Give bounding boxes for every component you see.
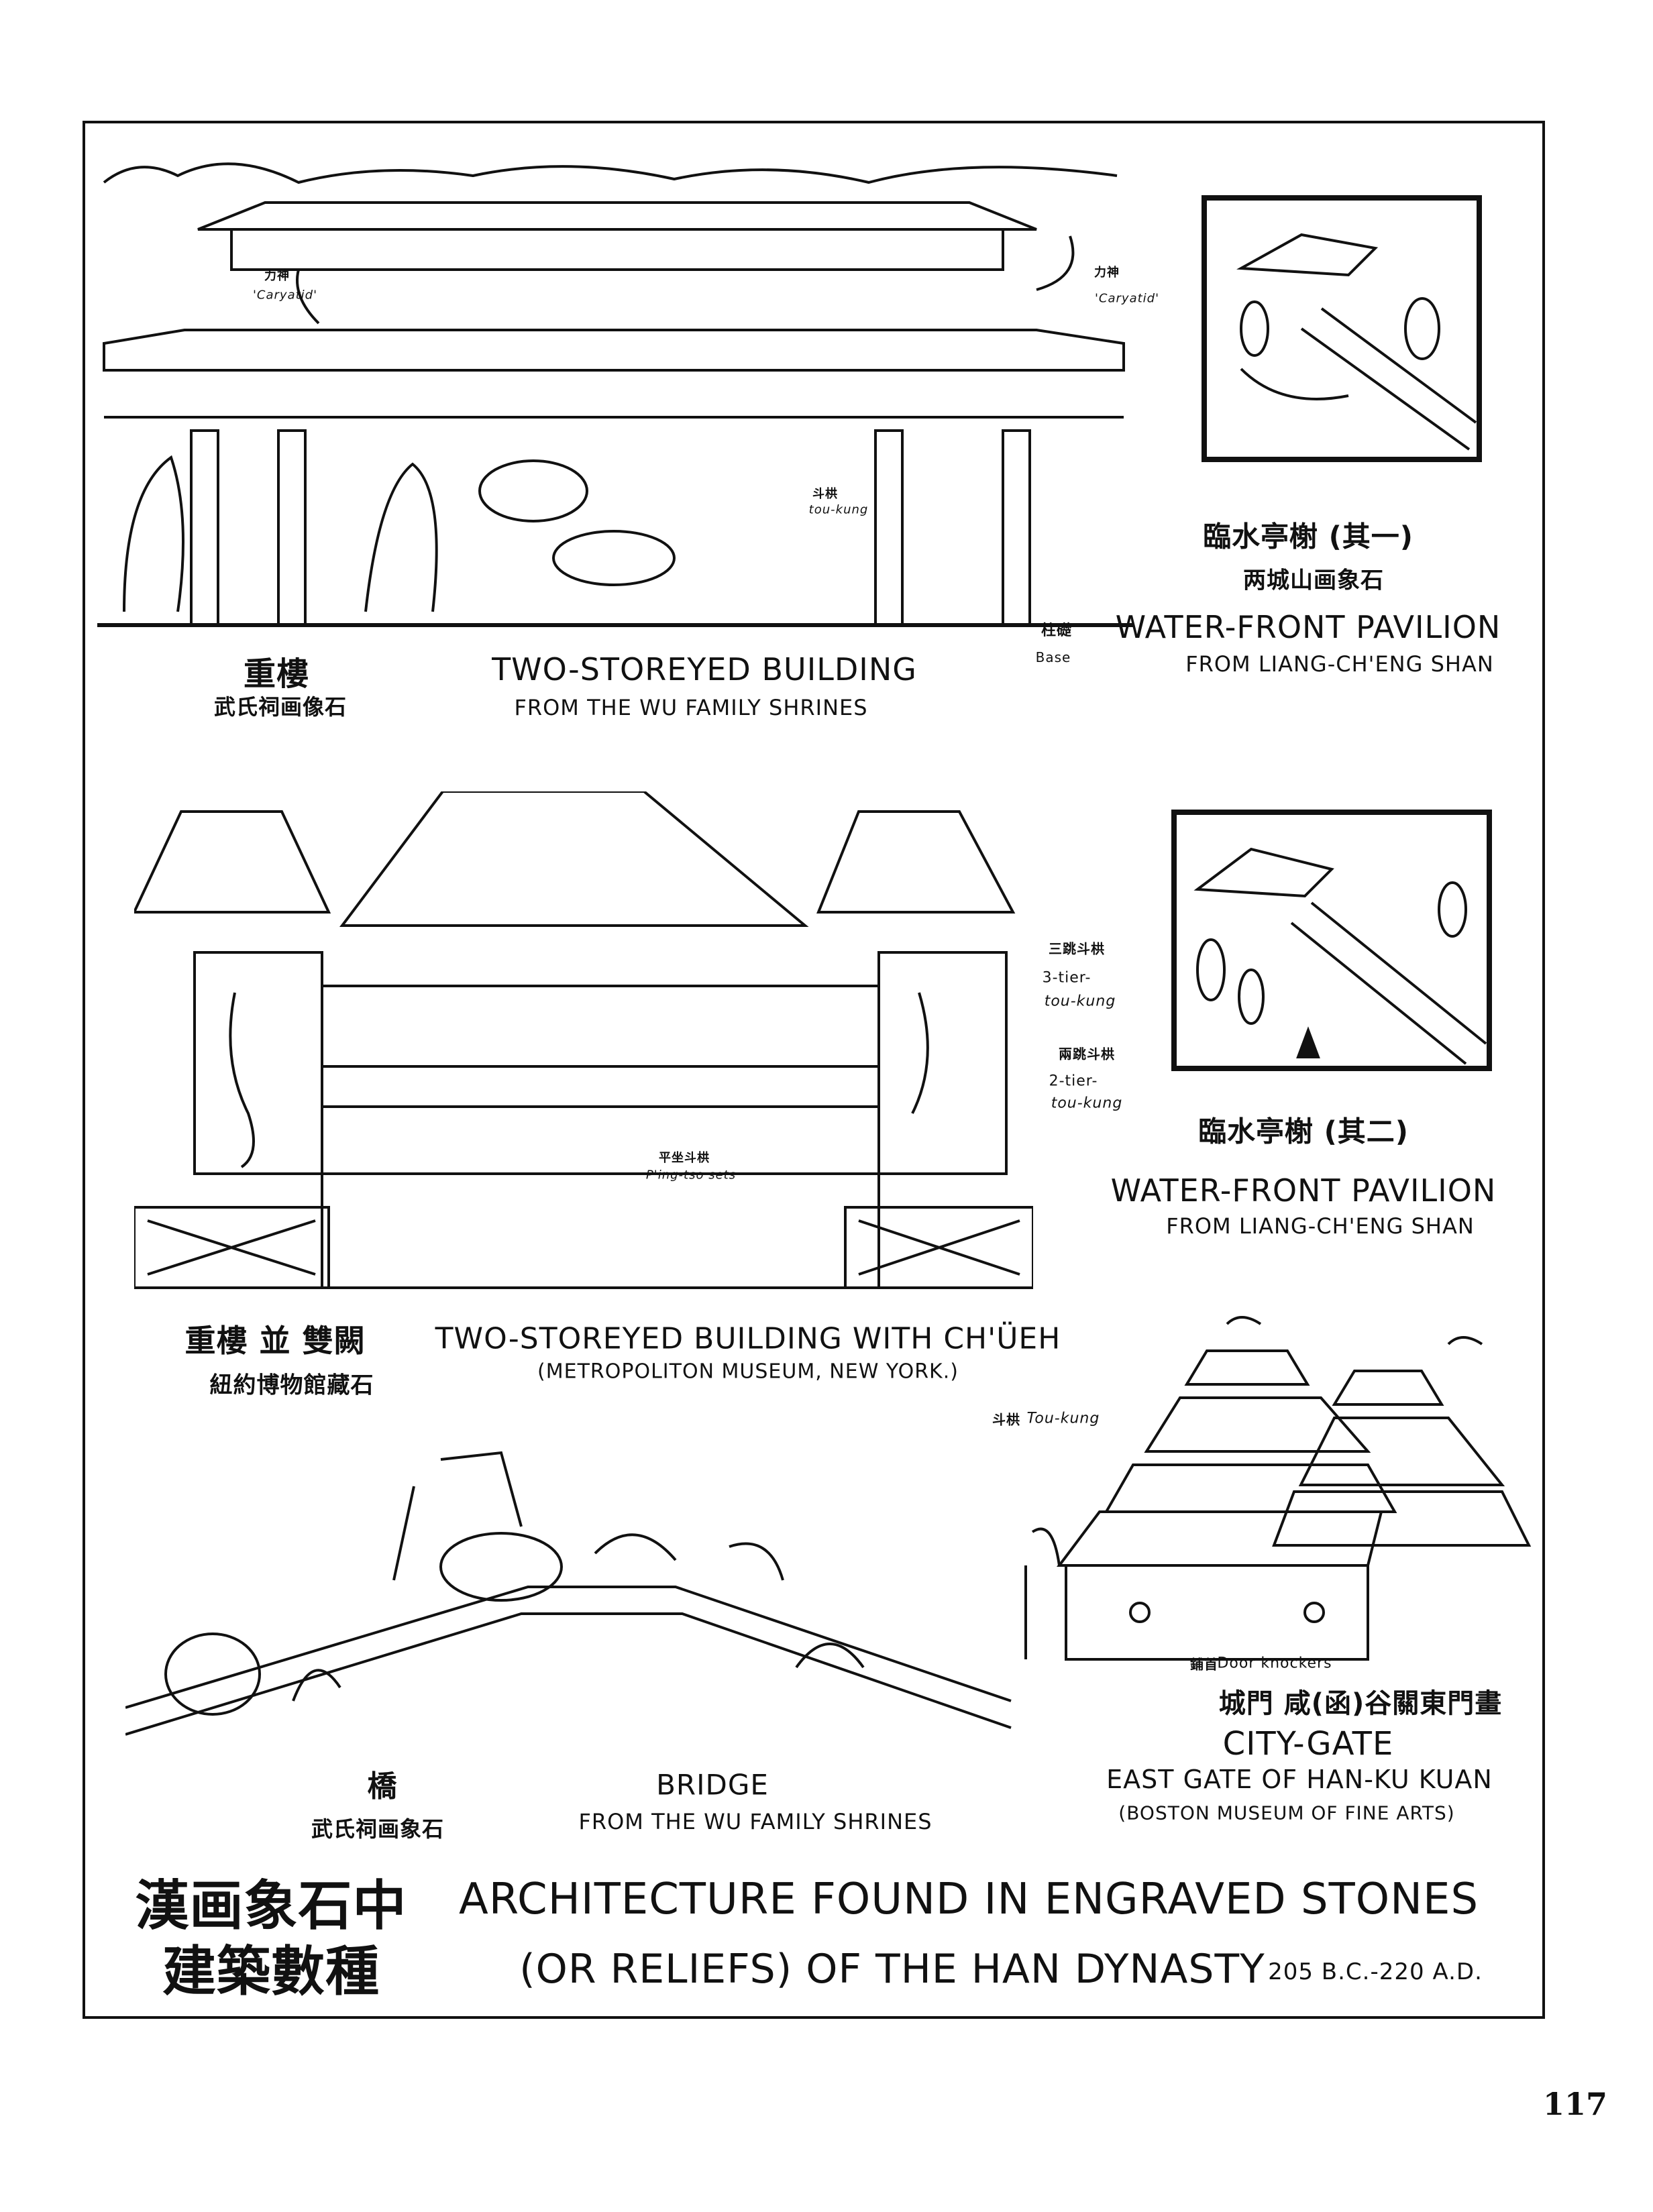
pavilion-2-source-en: FROM LIANG-CH'ENG SHAN: [1166, 1213, 1475, 1239]
pingtso-cn: 平坐斗栱: [659, 1151, 710, 1165]
page-number: 117: [1543, 2086, 1608, 2122]
chueh-building-source-cn: 紐約博物館藏石: [209, 1372, 374, 1399]
chueh-building-source-en: (METROPOLITON MUSEUM, NEW YORK.): [537, 1360, 959, 1384]
plate-border: [83, 121, 1545, 2019]
caryatid-right-en: 'Caryatid': [1094, 291, 1160, 306]
door-knockers-cn: 鋪首: [1190, 1656, 1218, 1673]
main-title-en-line1: ARCHITECTURE FOUND IN ENGRAVED STONES: [458, 1875, 1479, 1924]
bridge-title-cn: 橋: [367, 1769, 398, 1804]
caryatid-right-cn: 力神: [1094, 266, 1120, 280]
pavilion-1-source-en: FROM LIANG-CH'ENG SHAN: [1185, 651, 1494, 677]
main-title-cn-line1: 漢画象石中: [135, 1875, 407, 1937]
pavilion-2-title-en: WATER-FRONT PAVILION: [1110, 1172, 1497, 1209]
pavilion-2-title-cn: 臨水亭榭 (其二): [1197, 1115, 1409, 1148]
caryatid-left-en: 'Caryatid': [252, 288, 318, 302]
pavilion-1-title-en: WATER-FRONT PAVILION: [1115, 609, 1501, 645]
gate-toukung-cn: 斗栱: [992, 1411, 1020, 1428]
two-tier-en-1: 2-tier-: [1049, 1072, 1098, 1090]
city-gate-title-en: CITY-GATE: [1222, 1725, 1394, 1763]
toukung-cn: 斗栱: [812, 487, 838, 501]
city-gate-title-cn: 城門 咸(函)谷關東門畫: [1218, 1688, 1503, 1719]
three-tier-en-2: tou-kung: [1044, 993, 1116, 1010]
toukung-en: tou-kung: [808, 502, 869, 517]
base-en: Base: [1035, 649, 1071, 665]
chueh-building-title-en: TWO-STOREYED BUILDING WITH CH'ÜEH: [435, 1321, 1061, 1356]
city-gate-drawing: [1024, 1316, 1532, 1661]
caryatid-left-cn: 力神: [264, 269, 290, 283]
gate-toukung-en: Tou-kung: [1026, 1410, 1100, 1427]
pavilion-1-source-cn: 两城山画象石: [1243, 567, 1384, 594]
pavilion-1-title-cn: 臨水亭榭 (其一): [1202, 520, 1414, 553]
main-title-cn-line2: 建築數種: [162, 1940, 380, 2003]
two-tier-cn: 兩跳斗栱: [1059, 1046, 1115, 1062]
wu-building-title-cn: 重樓: [243, 655, 310, 693]
wu-building-title-en: TWO-STOREYED BUILDING: [492, 651, 917, 687]
three-tier-en-1: 3-tier-: [1042, 969, 1091, 987]
base-cn: 柱礎: [1041, 622, 1073, 639]
wu-building-source-en: FROM THE WU FAMILY SHRINES: [514, 695, 868, 720]
wu-building-drawing: [97, 162, 1134, 627]
three-tier-cn: 三跳斗栱: [1049, 940, 1105, 957]
wu-building-source-cn: 武氏祠画像石: [213, 694, 348, 720]
two-tier-en-2: tou-kung: [1051, 1095, 1123, 1112]
bridge-source-en: FROM THE WU FAMILY SHRINES: [578, 1809, 932, 1834]
pavilion-1-drawing: [1202, 195, 1482, 462]
bridge-drawing: [125, 1451, 1012, 1736]
pavilion-2-drawing: [1171, 810, 1492, 1071]
pingtso-en: P'ing-tso sets: [645, 1168, 737, 1182]
bridge-title-en: BRIDGE: [656, 1768, 769, 1802]
main-title-dates: 205 B.C.-220 A.D.: [1268, 1958, 1483, 1985]
chueh-building-drawing: [134, 791, 1033, 1289]
city-gate-source-en: (BOSTON MUSEUM OF FINE ARTS): [1118, 1802, 1455, 1824]
door-knockers-en: Door knockers: [1217, 1655, 1332, 1672]
bridge-source-cn: 武氏祠画象石: [311, 1816, 445, 1842]
chueh-building-title-cn: 重樓 並 雙闕: [184, 1323, 366, 1359]
main-title-en-line2: (OR RELIEFS) OF THE HAN DYNASTY: [519, 1946, 1265, 1993]
city-gate-subtitle-en: EAST GATE OF HAN-KU KUAN: [1106, 1765, 1493, 1794]
